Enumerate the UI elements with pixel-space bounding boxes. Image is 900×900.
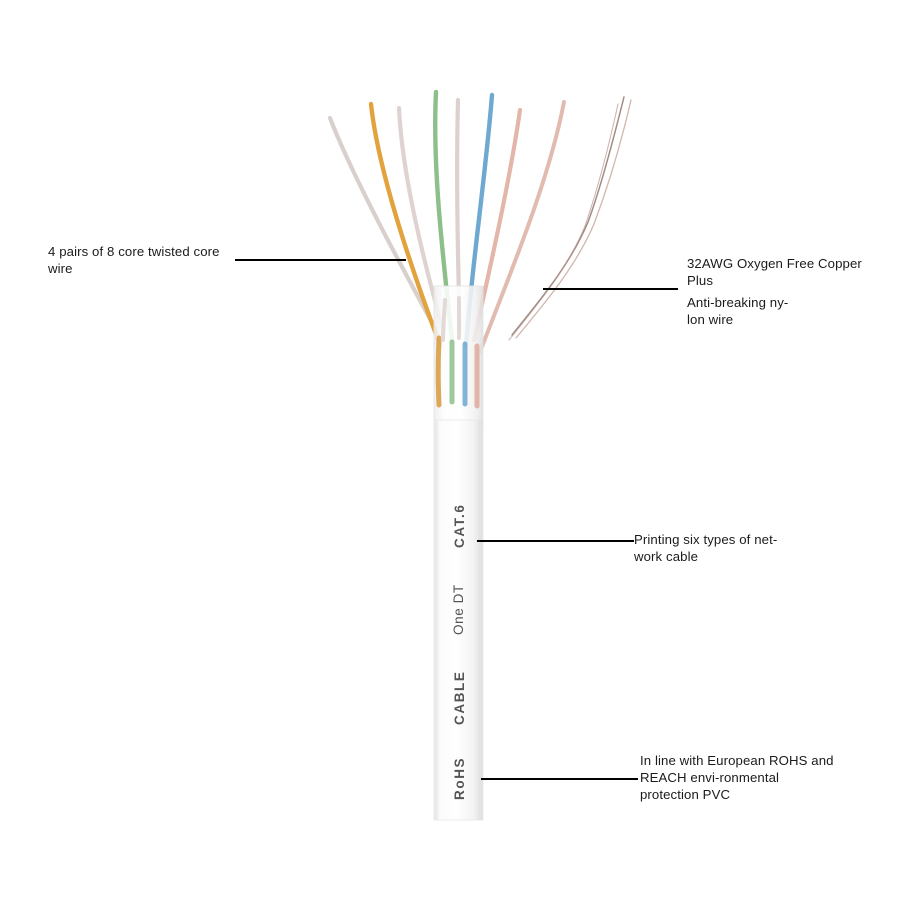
nylon-strand-group (508, 96, 632, 341)
jacket-print-cable: CABLE (452, 671, 467, 726)
nylon-strand-3 (508, 103, 619, 341)
callout-anti-breaking-nylon-wire: Anti-breaking ny- lon wire (687, 295, 789, 327)
inner-wire-white-a (441, 298, 447, 342)
nylon-strand-2 (515, 99, 632, 339)
cable-jacket-body (433, 419, 484, 821)
wire-fan-group (327, 89, 566, 354)
nylon-strand-1 (511, 96, 625, 336)
wire-orange (368, 101, 443, 348)
callout-printing-network-cable: Printing six types of net- work cable (634, 532, 778, 564)
leader-lines (235, 258, 678, 781)
inner-wire-orange (435, 335, 442, 408)
wire-pink-2 (478, 100, 566, 354)
callout-rohs-reach-pvc: In line with European ROHS and REACH env… (640, 753, 834, 802)
callout-oxygen-free-copper: 32AWG Oxygen Free Copper Plus (687, 256, 862, 288)
jacket-print-cat6: CAT.6 (452, 503, 467, 548)
jacket-print-group: CAT.6 One DT CABLE RoHS (451, 503, 467, 800)
wires-inside-jacket (435, 296, 480, 409)
wire-white-1 (327, 115, 439, 333)
callout-twisted-core-wire: 4 pairs of 8 core twisted core wire (48, 244, 220, 276)
jacket-print-rohs: RoHS (452, 757, 467, 800)
jacket-print-onedt: One DT (451, 584, 466, 635)
